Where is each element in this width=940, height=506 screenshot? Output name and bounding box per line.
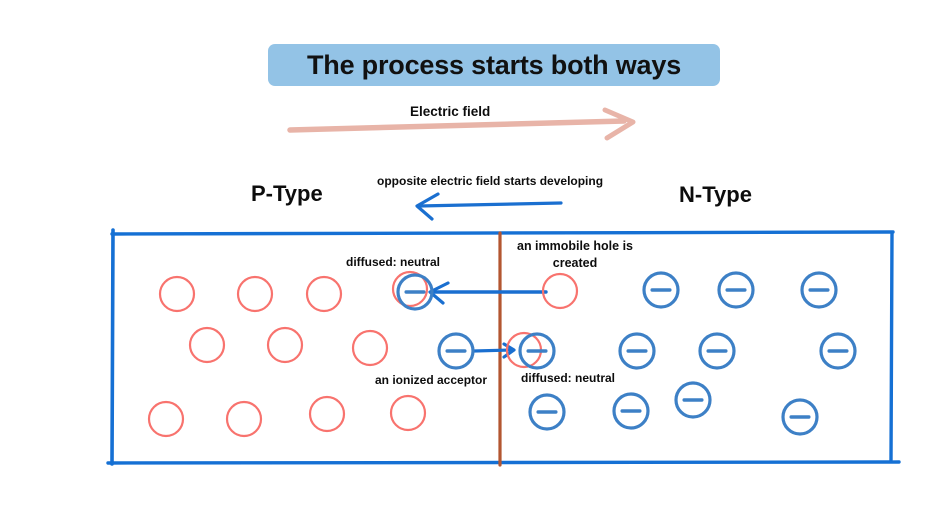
p-hole-icon [308,395,346,433]
carrier-ring [800,271,838,309]
p-hole-icon [147,400,185,438]
p-hole-icon [225,400,263,438]
semiconductor-box [106,228,901,466]
p-hole-icon [236,275,274,313]
n-electron-icon [642,271,680,309]
carrier-ring [698,332,736,370]
p-hole-icon [266,326,304,364]
carrier-ring [781,398,819,436]
n-type-label: N-Type [679,182,752,207]
p-hole-icon [351,329,389,367]
carrier-ring [612,392,650,430]
p-hole-icon [305,275,343,313]
p-hole-icon [389,394,427,432]
diffused-hole-ring-icon [391,270,429,308]
carrier-ring [642,271,680,309]
electric-field-label: Electric field [410,104,491,119]
carrier-ring [674,381,712,419]
opposite-field-label: opposite electric field starts developin… [377,174,604,188]
n-electron-icon [674,381,712,419]
diffused-neutral-top-label: diffused: neutral [346,255,441,269]
hole-diffusion-arrow [428,281,548,305]
n-electron-icon [717,271,755,309]
n-electron-icon [781,398,819,436]
p-hole-icon [188,326,226,364]
n-electron-icon [800,271,838,309]
n-electron-icon [612,392,650,430]
ionized-acceptor-label: an ionized acceptor [375,373,488,387]
title-banner: The process starts both ways [268,44,720,86]
electron-diffusion-arrow [472,342,516,359]
p-type-label: P-Type [251,181,323,206]
carrier-ring [618,332,656,370]
n-electron-icon [819,332,857,370]
n-electron-icon [618,332,656,370]
carrier-ring [717,271,755,309]
diffused-hole-ring-icon [505,331,543,369]
diffused-donor-icon [518,332,556,370]
ionized-acceptor-icon [437,332,475,370]
page-title: The process starts both ways [306,49,682,80]
carrier-ring [819,332,857,370]
opposite-field-arrow [415,192,563,221]
immobile-hole-icon [541,272,579,310]
n-electron-icon [698,332,736,370]
p-hole-icon [158,275,196,313]
carrier-ring [437,332,475,370]
n-electron-icon [528,393,566,431]
carrier-ring [518,332,556,370]
carrier-ring [396,273,434,311]
carrier-ring [528,393,566,431]
diffused-electron-icon [396,273,434,311]
immobile-hole-label: an immobile hole is created [517,239,633,270]
diffused-neutral-mid-label: diffused: neutral [521,371,616,385]
